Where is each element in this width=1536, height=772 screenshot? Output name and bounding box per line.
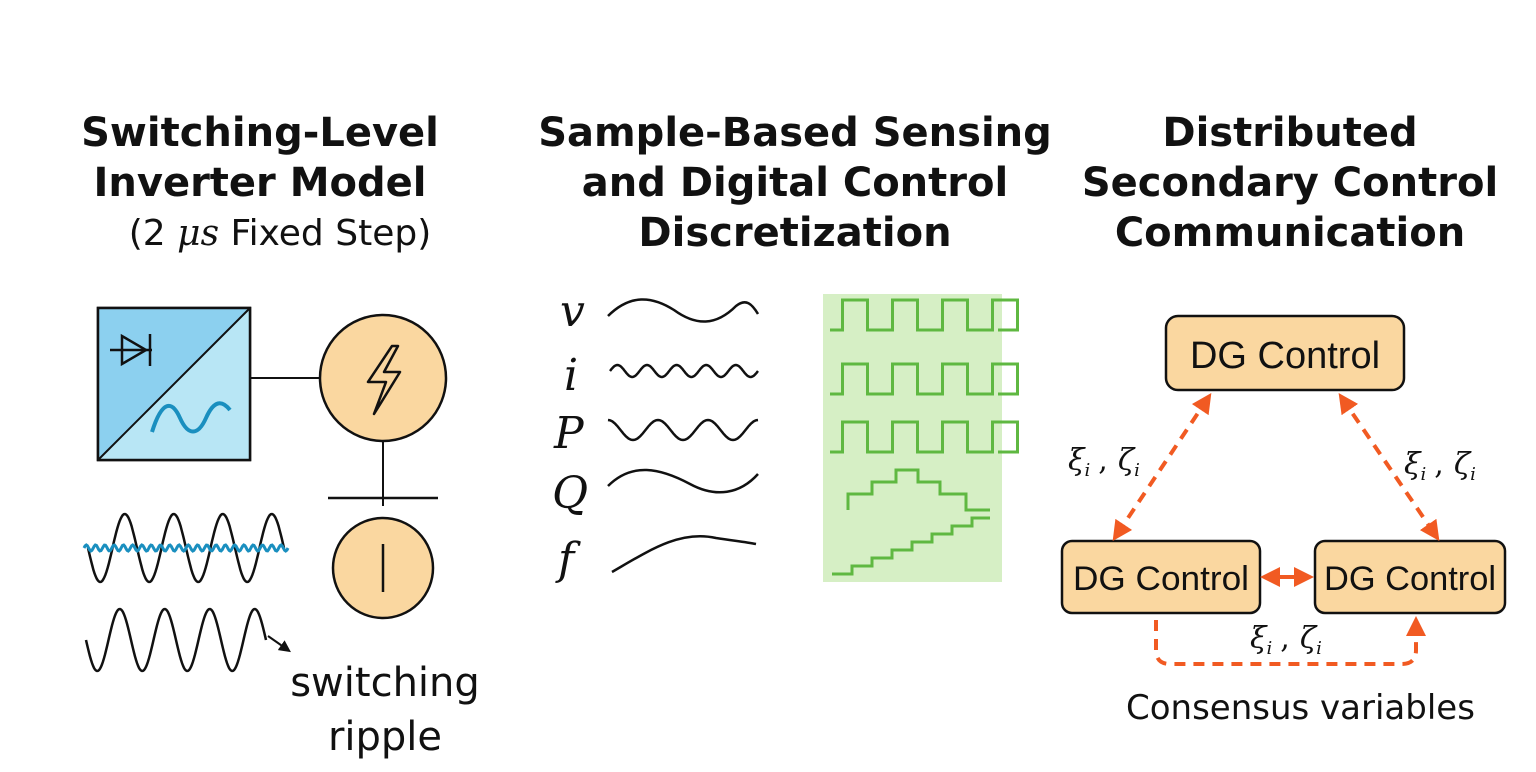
signal-wave-i xyxy=(609,363,759,379)
edge-label-right: ξi,ζi xyxy=(1404,447,1476,485)
panel2-title-line1: Sample-Based Sensing xyxy=(538,110,1052,156)
edge-label-left: ξi,ζi xyxy=(1068,443,1140,481)
ripple-pointer-arrow xyxy=(267,635,291,653)
panel3-title-line1: Distributed xyxy=(1162,110,1418,156)
subtitle-mu: μs xyxy=(177,213,220,254)
dg-control-label-top: DG Control xyxy=(1190,335,1380,377)
discrete-signal-panel xyxy=(823,294,1002,582)
sine-icon xyxy=(150,401,232,434)
dg-control-node-left: DG Control xyxy=(1060,539,1262,615)
subtitle-pre: (2 xyxy=(128,213,178,254)
signal-label-P: P xyxy=(553,408,585,459)
power-node xyxy=(318,313,448,443)
signal-label-i: i xyxy=(564,350,578,401)
signal-labels: v i P Q f xyxy=(552,286,588,585)
signal-wave-f xyxy=(611,535,757,574)
panel2-title-line3: Discretization xyxy=(638,210,952,256)
svg-text:ξi,ζi: ξi,ζi xyxy=(1068,443,1140,481)
signal-wave-Q xyxy=(607,468,759,494)
comm-link-top-left xyxy=(1112,393,1212,541)
ripple-label-line2: ripple xyxy=(327,714,443,760)
dg-control-node-right: DG Control xyxy=(1313,539,1507,615)
panel1-title-line2: Inverter Model xyxy=(93,160,427,206)
converter-block xyxy=(96,306,252,462)
consensus-caption: Consensus variables xyxy=(1126,688,1475,728)
panel3-title-line3: Communication xyxy=(1114,210,1466,256)
lightning-icon xyxy=(366,344,402,416)
ripple-waveform xyxy=(82,543,290,553)
sampled-square-2 xyxy=(830,362,1019,396)
diode-icon xyxy=(110,333,152,367)
subtitle-post: Fixed Step) xyxy=(219,213,432,254)
svg-text:ξi,ζi: ξi,ζi xyxy=(1250,621,1322,659)
signal-label-v: v xyxy=(560,286,585,337)
panel1-subtitle: (2 μs Fixed Step) xyxy=(80,212,480,256)
comm-link-top-right xyxy=(1338,393,1440,541)
sampled-square-3 xyxy=(830,420,1019,454)
dg-control-label-right: DG Control xyxy=(1324,560,1496,598)
sampled-staircase-ramp xyxy=(832,516,990,576)
sampled-staircase-hump xyxy=(846,468,990,512)
panel1-title: Switching-Level Inverter Model xyxy=(60,108,460,208)
edge-label-bottom: ξi,ζi xyxy=(1250,621,1322,659)
panel1-title-line1: Switching-Level xyxy=(81,110,439,156)
signal-wave-P xyxy=(607,418,759,442)
panel3-title-line2: Secondary Control xyxy=(1081,160,1499,206)
sampled-square-1 xyxy=(830,298,1019,332)
panel3-title: Distributed Secondary Control Communicat… xyxy=(1070,108,1510,258)
ripple-label: switching ripple xyxy=(270,656,500,764)
signal-label-f: f xyxy=(555,534,581,585)
signal-wave-v xyxy=(607,298,760,323)
dg-control-label-left: DG Control xyxy=(1073,560,1249,598)
signal-label-Q: Q xyxy=(552,468,588,519)
panel2-title-line2: and Digital Control xyxy=(581,160,1009,206)
dg-control-node-top: DG Control xyxy=(1164,314,1406,392)
ripple-label-line1: switching xyxy=(290,660,480,706)
smooth-waveform xyxy=(84,607,268,673)
svg-text:ξi,ζi: ξi,ζi xyxy=(1404,447,1476,485)
panel2-title: Sample-Based Sensing and Digital Control… xyxy=(530,108,1060,258)
ac-source-icon xyxy=(331,516,435,620)
